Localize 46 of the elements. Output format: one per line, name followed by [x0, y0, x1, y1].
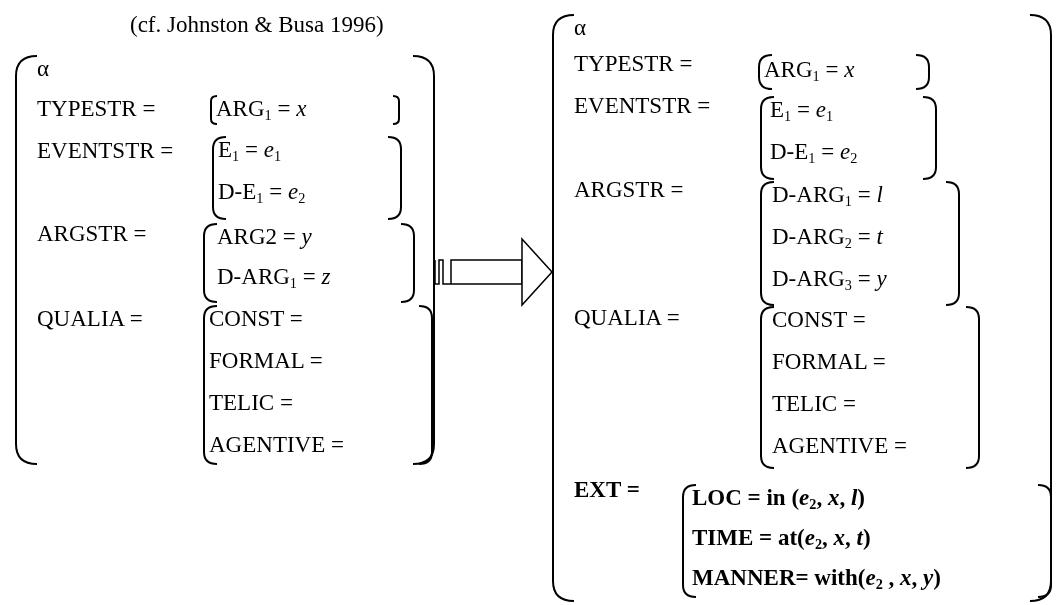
feature-name: EXT =	[574, 476, 640, 504]
feature-value: ARG2 = y	[217, 223, 312, 251]
feature-value: AGENTIVE =	[209, 431, 344, 459]
feature-name: QUALIA =	[37, 305, 143, 333]
feature-name: QUALIA =	[574, 304, 680, 332]
feature-value: FORMAL =	[772, 348, 886, 376]
feature-bracket	[203, 305, 433, 465]
feature-value: ARG$_{1}$ = x	[764, 56, 855, 84]
feature-value: D-E$_{1}$ = e$_{2}$	[770, 138, 858, 166]
citation-note: (cf. Johnston & Busa 1996)	[130, 12, 384, 38]
attribute-value-matrix	[15, 55, 435, 465]
feature-name: ARGSTR =	[37, 220, 147, 248]
feature-value: FORMAL =	[209, 347, 323, 375]
matrix-type-label: α	[574, 14, 587, 42]
feature-value: D-ARG$_{1}$ = z	[217, 263, 331, 291]
feature-bracket	[760, 96, 937, 180]
feature-bracket	[203, 223, 415, 303]
feature-bracket	[682, 484, 1052, 598]
feature-bracket	[760, 181, 960, 306]
attribute-value-matrix	[552, 14, 1052, 602]
feature-value: CONST =	[772, 306, 866, 334]
feature-value: D-ARG$_{3}$ = y	[772, 265, 887, 293]
feature-value: D-ARG$_{1}$ = l	[772, 181, 883, 209]
feature-value: CONST =	[209, 305, 303, 333]
feature-bracket	[210, 95, 400, 125]
feature-name: ARGSTR =	[574, 176, 684, 204]
feature-name: TYPESTR =	[37, 95, 156, 123]
feature-bracket	[760, 306, 980, 469]
feature-value: D-ARG$_{2}$ = t	[772, 223, 883, 251]
block-arrow	[434, 238, 553, 306]
feature-value: E$_{1}$ = e$_{1}$	[218, 136, 281, 164]
feature-value: TIME = at(e$_{2}$, x, t)	[692, 524, 871, 552]
feature-value: LOC = in (e$_{2}$, x, l)	[692, 484, 865, 512]
feature-value: AGENTIVE =	[772, 432, 907, 460]
feature-value: E$_{1}$ = e$_{1}$	[770, 96, 833, 124]
feature-value: MANNER= with(e$_{2}$ , x, y)	[692, 564, 941, 592]
feature-value: ARG$_{1}$ = x	[216, 95, 307, 123]
feature-name: EVENTSTR =	[574, 92, 711, 120]
feature-bracket	[212, 136, 402, 220]
feature-bracket	[758, 54, 930, 90]
feature-value: TELIC =	[209, 389, 293, 417]
feature-value: D-E$_{1}$ = e$_{2}$	[218, 178, 306, 206]
feature-value: TELIC =	[772, 390, 856, 418]
matrix-type-label: α	[37, 55, 50, 83]
feature-name: TYPESTR =	[574, 50, 693, 78]
feature-name: EVENTSTR =	[37, 137, 174, 165]
